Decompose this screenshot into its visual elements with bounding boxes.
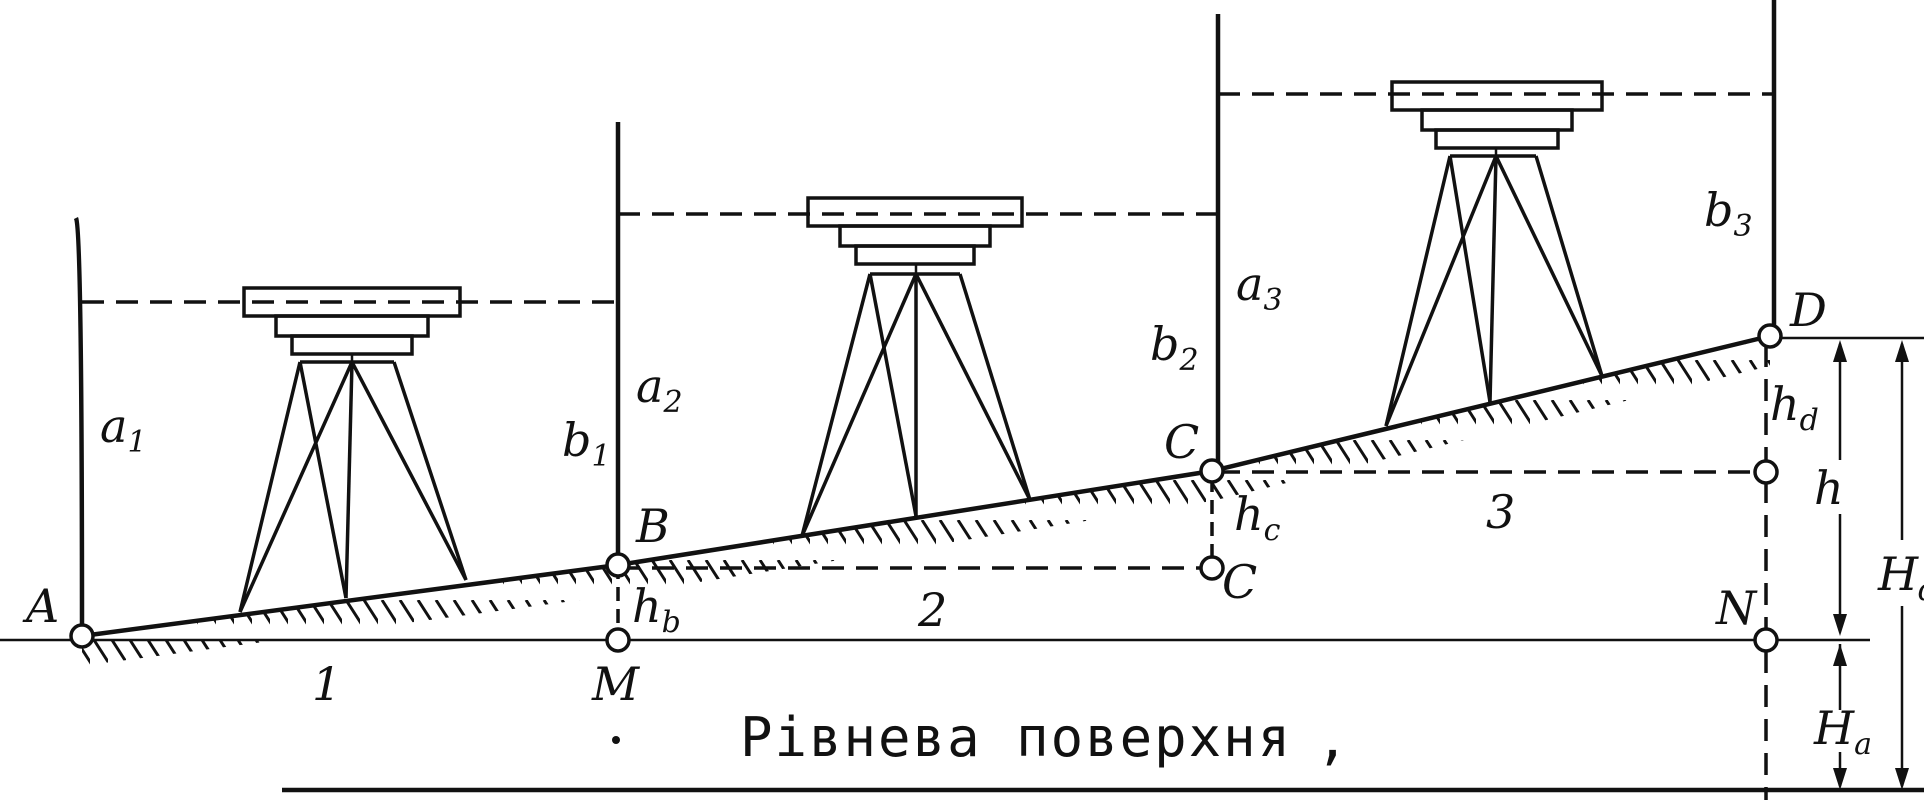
reading-b2: b2 [1150, 317, 1199, 378]
instrument-1 [238, 286, 468, 613]
height-hc: hc [1234, 487, 1281, 548]
height-hb: hb [632, 579, 681, 640]
point-marker-a [69, 623, 95, 649]
height-Hd: Hd [1877, 547, 1924, 608]
height-hd: hd [1770, 377, 1819, 438]
reading-b1: b1 [562, 413, 611, 474]
label-A: A [22, 579, 59, 633]
label-C: C [1164, 415, 1199, 469]
reading-a1: a1 [100, 399, 147, 460]
reading-b3: b3 [1704, 183, 1753, 244]
height-Ha: Ha [1813, 701, 1872, 762]
label-C-lower: C [1222, 555, 1257, 609]
point-marker-b [605, 552, 631, 578]
Hd-dimension [1895, 340, 1909, 790]
ground-profile [81, 333, 1771, 639]
station-1: 1 [312, 657, 341, 711]
ground-hatching [82, 336, 1770, 666]
Ha-dimension [1833, 644, 1847, 790]
reading-a2: a2 [636, 359, 683, 420]
point-marker-d [1757, 323, 1783, 349]
scan-dot [612, 736, 620, 744]
station-3: 3 [1486, 485, 1515, 539]
reading-a3: a3 [1236, 257, 1283, 318]
level-surface-comma: , [1316, 708, 1351, 771]
label-D: D [1789, 283, 1827, 337]
h-dimension [1833, 340, 1847, 636]
level-surface-label: Рівнева поверхня [740, 706, 1292, 769]
station-2: 2 [917, 583, 947, 637]
instrument-3 [1384, 80, 1604, 427]
height-h: h [1814, 461, 1844, 515]
point-marker-n [1753, 627, 1779, 653]
point-marker-c [1199, 458, 1225, 484]
label-B: B [635, 499, 670, 553]
label-M: M [591, 657, 641, 711]
point-marker-h [1753, 459, 1779, 485]
instrument-2 [800, 196, 1032, 537]
point-marker-c-lower [1199, 555, 1225, 581]
point-marker-m [605, 627, 631, 653]
label-N: N [1715, 581, 1758, 635]
staff-a [73, 217, 85, 637]
